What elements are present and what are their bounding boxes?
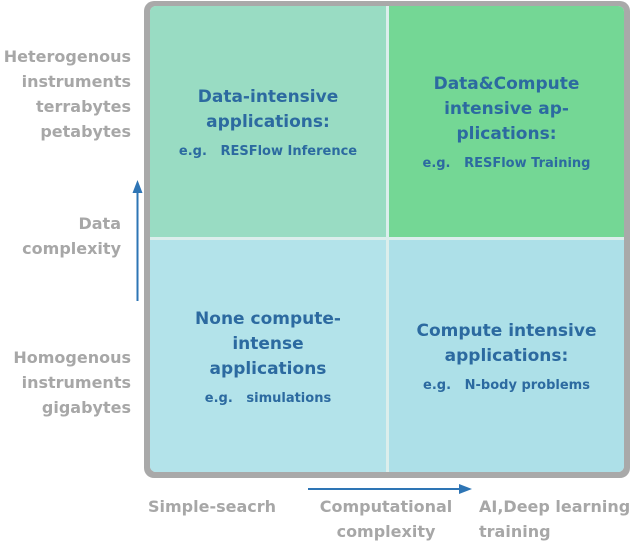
quadrant-example: e.g. N-body problems xyxy=(423,378,590,393)
computational-complexity-arrow-right-icon xyxy=(308,484,472,494)
quadrant-grid: Data-intensive applications: e.g. RESFlo… xyxy=(150,6,624,472)
x-axis-low-label: Simple-seacrh xyxy=(148,497,277,516)
quadrant-data-intensive: Data-intensive applications: e.g. RESFlo… xyxy=(150,6,386,237)
y-axis-low-label: Homogenous instruments gigabytes xyxy=(13,348,131,417)
quadrant-title: None compute- intense applications xyxy=(195,308,341,379)
quadrant-example: e.g. RESFlow Inference xyxy=(178,143,358,159)
y-axis-title: Data complexity xyxy=(22,214,121,258)
x-axis-high-label: AI,Deep learning training xyxy=(479,497,631,541)
quadrant-data-compute-intensive: Data&Compute intensive ap- plications: e… xyxy=(389,6,624,237)
data-complexity-arrow-up-icon xyxy=(132,180,143,301)
quadrant-compute-intensive: Compute intensive applications: e.g. N-b… xyxy=(389,240,624,472)
y-axis-high-label: Heterogenous instruments terrabytes peta… xyxy=(3,47,131,141)
quadrant-title: Compute intensive applications: xyxy=(416,321,597,366)
quadrant-title: Data-intensive applications: xyxy=(197,86,339,132)
x-axis-title: Computational complexity xyxy=(319,497,453,541)
quadrant-title: Data&Compute intensive ap- plications: xyxy=(433,74,580,144)
quadrant-example: e.g. simulations xyxy=(204,390,332,406)
quadrant-none-compute-intense: None compute- intense applications e.g. … xyxy=(150,240,386,472)
quadrant-example: e.g. RESFlow Training xyxy=(422,156,591,171)
